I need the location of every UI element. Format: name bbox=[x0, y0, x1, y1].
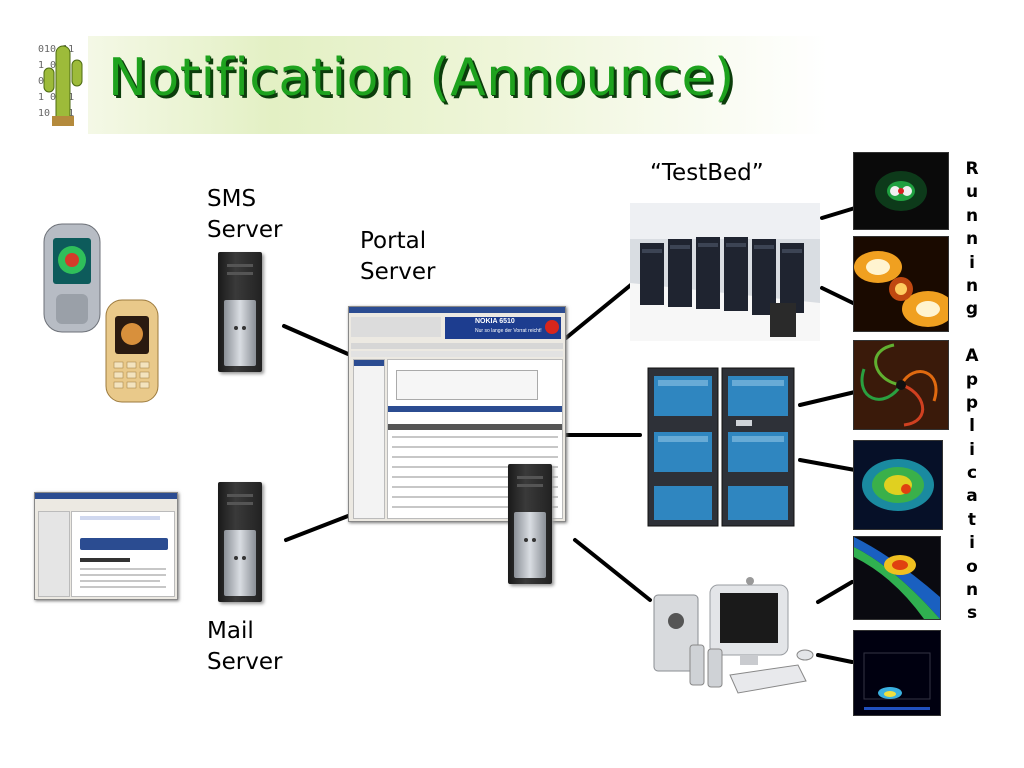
line-mail-portal bbox=[284, 514, 350, 542]
nokia-ad-brand: NOKIA 6510 bbox=[475, 318, 515, 325]
running-applications-letter: A bbox=[965, 346, 979, 367]
app-thumbnail-4 bbox=[853, 440, 943, 530]
running-applications-letter: i bbox=[969, 439, 975, 460]
running-applications-letter: u bbox=[965, 182, 979, 203]
running-applications-letter: n bbox=[965, 229, 979, 250]
running-applications-letter: p bbox=[965, 392, 979, 413]
svg-text:010 11: 010 11 bbox=[38, 44, 74, 55]
portal-window-titlebar bbox=[349, 307, 565, 313]
portal-menu-pane bbox=[353, 359, 385, 519]
line-portal-testbed bbox=[564, 282, 634, 340]
line-cluster-app3 bbox=[798, 390, 857, 407]
app-thumbnail-2 bbox=[853, 236, 949, 332]
line-testbed-app2 bbox=[820, 286, 857, 306]
mail-client-screenshot bbox=[34, 492, 178, 600]
running-applications-letter: n bbox=[965, 275, 979, 296]
app-thumbnail-1 bbox=[853, 152, 949, 230]
line-testbed-app1 bbox=[820, 206, 857, 220]
mail-server-tower-icon bbox=[218, 482, 262, 602]
testbed-datacenter-image bbox=[630, 203, 820, 341]
portal-toolbar bbox=[351, 317, 441, 337]
phone-gold-icon bbox=[105, 299, 159, 403]
running-applications-letter: i bbox=[969, 252, 975, 273]
cluster-cabinets-image bbox=[647, 367, 795, 527]
nokia-ad-tagline: Nur so lange der Vorrat reicht! bbox=[475, 328, 542, 334]
line-sms-portal bbox=[282, 324, 350, 356]
running-applications-letter: i bbox=[969, 533, 975, 554]
running-applications-letter: c bbox=[966, 463, 978, 484]
app-thumbnail-6 bbox=[853, 630, 941, 716]
line-workstation-app5 bbox=[816, 580, 854, 604]
running-applications-letter: o bbox=[966, 556, 978, 577]
app-thumbnail-5 bbox=[853, 536, 941, 620]
running-applications-letter: n bbox=[965, 580, 979, 601]
running-applications-letter: g bbox=[965, 299, 979, 320]
workstation-image bbox=[653, 577, 814, 694]
app-thumbnail-3 bbox=[853, 340, 949, 430]
mail-server-label: Mail Server bbox=[207, 618, 283, 675]
slide-title: Notification (Announce) bbox=[108, 48, 735, 108]
nokia-ad-banner: NOKIA 6510 Nur so lange der Vorrat reich… bbox=[445, 317, 561, 339]
running-applications-letter bbox=[962, 322, 982, 345]
portal-server-tower-icon bbox=[508, 464, 552, 584]
mail-message-pane bbox=[71, 511, 175, 597]
running-applications-letter: p bbox=[965, 369, 979, 390]
running-applications-letter: R bbox=[965, 159, 979, 179]
cactus-logo: 010 11 1 01 01 10 1 0 01 10 011 bbox=[38, 44, 83, 126]
running-applications-letter: s bbox=[966, 603, 978, 624]
mail-window-titlebar bbox=[35, 493, 177, 499]
line-workstation-app6 bbox=[816, 653, 854, 664]
line-cluster-app4 bbox=[798, 458, 857, 472]
sms-server-tower-icon bbox=[218, 252, 262, 372]
sms-server-label: SMS Server bbox=[207, 186, 283, 243]
running-applications-letter: n bbox=[965, 205, 979, 226]
phone-silver-icon bbox=[43, 223, 101, 333]
testbed-label: “TestBed” bbox=[650, 160, 764, 186]
line-portal-workstation bbox=[573, 538, 652, 602]
portal-server-label: Portal Server bbox=[360, 228, 436, 285]
running-applications-letter: l bbox=[969, 416, 975, 437]
svg-text:1 01: 1 01 bbox=[38, 60, 62, 71]
mobile-phones-image bbox=[43, 223, 159, 403]
title-banner bbox=[88, 36, 828, 134]
portal-screenshot: NOKIA 6510 Nur so lange der Vorrat reich… bbox=[348, 306, 566, 522]
mail-folder-pane bbox=[38, 511, 70, 597]
running-applications-letter: t bbox=[967, 509, 977, 530]
running-applications-letter: a bbox=[966, 486, 978, 507]
